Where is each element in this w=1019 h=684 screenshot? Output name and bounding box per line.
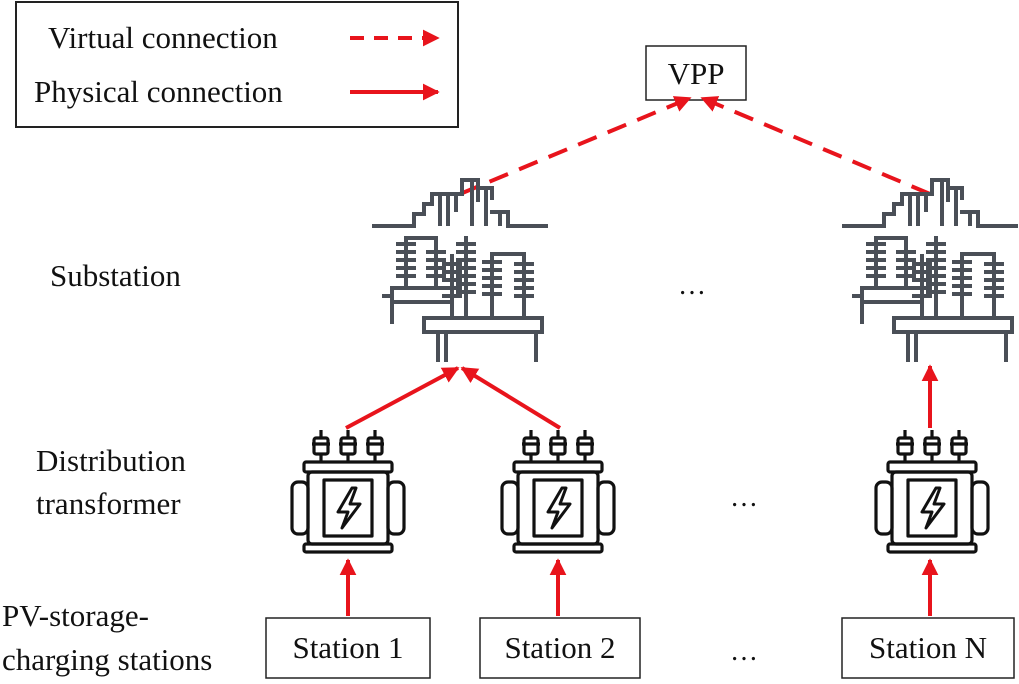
station-box-n (841, 617, 1015, 679)
row-label-substation: Substation (50, 258, 181, 293)
virtual-connection-right (700, 96, 931, 196)
physical-connection-t1-sub (345, 366, 460, 430)
station-box-2 (479, 617, 641, 679)
transformer-ellipsis: … (730, 482, 758, 513)
row-label-transformer-line2: transformer (36, 486, 181, 521)
substation-ellipsis: … (678, 270, 706, 301)
substation-icon-left (372, 178, 548, 362)
legend-box (15, 1, 459, 128)
vpp-label: VPP (668, 56, 725, 91)
row-label-stations-line2: charging stations (2, 642, 212, 677)
transformer-icon-2 (500, 428, 616, 554)
transformer-icon-1 (290, 428, 406, 554)
virtual-connection-left (459, 96, 692, 196)
vpp-box (645, 45, 747, 101)
station-node-2: Station 2 (479, 617, 641, 679)
row-label-transformer-line1: Distribution (36, 443, 186, 478)
legend-virtual-label: Virtual connection (48, 20, 278, 55)
station-box-1 (265, 617, 431, 679)
station-label-n: Station N (869, 630, 987, 665)
station-ellipsis: … (730, 636, 758, 667)
station-node-n: Station N (841, 617, 1015, 679)
physical-connection-t2-sub (460, 366, 562, 430)
station-label-2: Station 2 (504, 630, 615, 665)
station-label-1: Station 1 (292, 630, 403, 665)
substation-icon-right (842, 178, 1018, 362)
legend-physical-label: Physical connection (34, 74, 283, 109)
row-label-stations-line1: PV-storage- (2, 598, 149, 633)
transformer-icon-n (874, 428, 990, 554)
legend: Virtual connection Physical connection (15, 1, 459, 128)
vpp-node: VPP (645, 45, 747, 101)
station-node-1: Station 1 (265, 617, 431, 679)
